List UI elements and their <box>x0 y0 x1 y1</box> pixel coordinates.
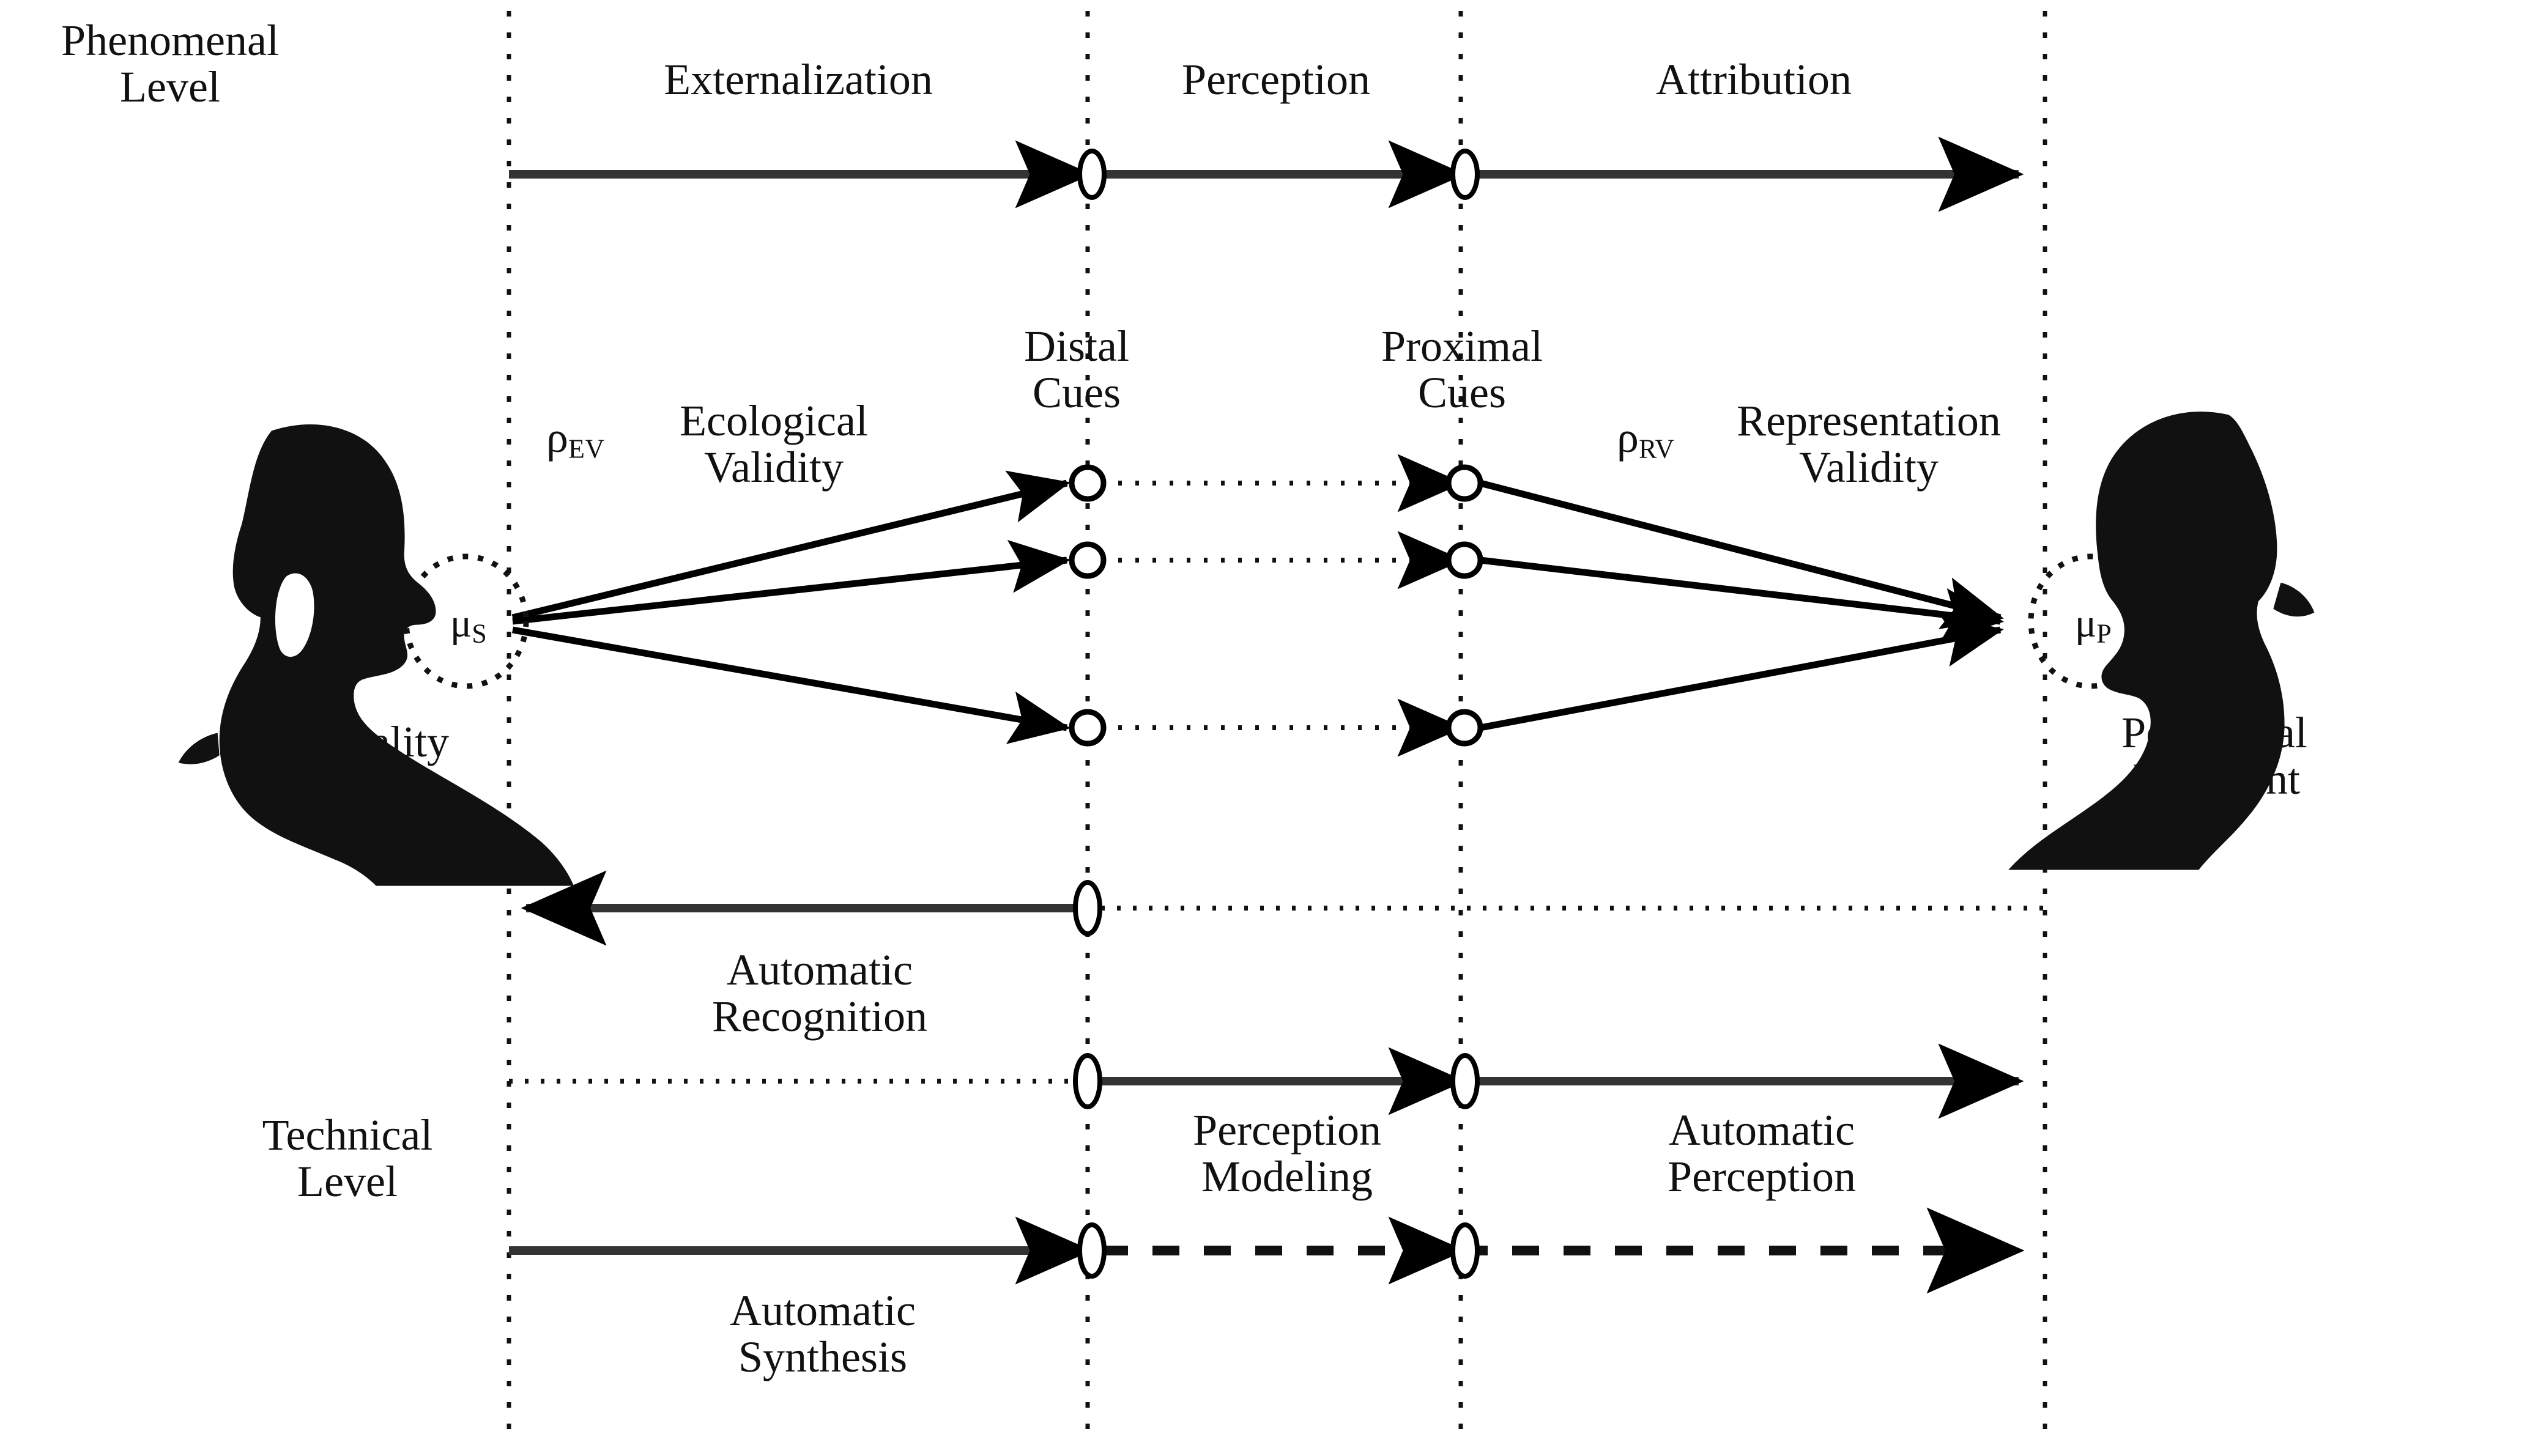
personality-label: Personality <box>251 717 449 766</box>
node-marker-synth-distal <box>1077 1222 1107 1279</box>
male-silhouette-icon <box>2008 412 2315 870</box>
distal-cue-3 <box>1069 709 1107 747</box>
rho-symbol-rv: ρ <box>1617 412 1639 462</box>
distal-cues-label: Distal Cues <box>1024 322 1129 418</box>
vertical-guides <box>506 11 2047 1445</box>
phenomenal-flow-arrow <box>509 136 2024 212</box>
perceptual-judgment-label: Perceptual Judgment <box>2121 708 2307 804</box>
rv-arrow-3 <box>1479 614 2004 731</box>
node-marker-synth-proximal <box>1450 1222 1480 1279</box>
externalization-label: Externalization <box>664 55 933 104</box>
sender-node-symbol: μS <box>405 592 527 648</box>
ev-arrow-3 <box>512 626 1070 744</box>
automatic-synthesis-arrow <box>509 1207 2025 1294</box>
node-marker-perception <box>1077 149 1107 200</box>
ecological-validity-arrows <box>511 470 1070 744</box>
automatic-synthesis-label: Automatic Synthesis <box>730 1286 916 1382</box>
perception-label: Perception <box>1182 55 1370 104</box>
node-marker-tech-distal <box>1073 1053 1102 1109</box>
proximal-cue-1 <box>1445 464 1483 502</box>
phenomenal-level-label: Phenomenal Level <box>61 16 279 112</box>
mu-subscript-p: P <box>2096 618 2112 649</box>
automatic-recognition-arrow <box>521 870 2045 946</box>
cue-circles-distal <box>1069 464 1107 747</box>
ev-arrow-2 <box>512 539 1070 625</box>
representation-validity-label: Representation Validity <box>1737 396 2001 492</box>
receiver-node-symbol: μP <box>2030 592 2152 648</box>
distal-cue-1 <box>1069 464 1107 502</box>
proximal-cues-label: Proximal Cues <box>1381 322 1543 418</box>
cue-circles-proximal <box>1397 454 1483 757</box>
cue-link-lines <box>1101 481 1444 730</box>
perception-modeling-label: Perception Modeling <box>1193 1106 1381 1202</box>
attribution-label: Attribution <box>1656 55 1852 104</box>
mu-symbol-s: μ <box>450 601 472 646</box>
automatic-perception-label: Automatic Perception <box>1668 1106 1856 1202</box>
technical-perception-arrow <box>509 1043 2024 1119</box>
female-silhouette-icon <box>178 424 574 886</box>
proximal-cue-3 <box>1445 709 1483 747</box>
node-marker-tech-proximal <box>1450 1053 1480 1109</box>
representation-validity-arrows <box>1479 479 2004 731</box>
ev-arrow-1 <box>511 470 1070 621</box>
representation-validity-symbol: ρRV <box>1612 404 1675 464</box>
sender-node-circle <box>403 553 529 689</box>
automatic-recognition-label: Automatic Recognition <box>712 945 927 1041</box>
rho-subscript-rv: RV <box>1638 434 1675 464</box>
ecological-validity-label: Ecological Validity <box>680 396 868 492</box>
technical-level-label: Technical Level <box>262 1110 433 1207</box>
distal-cue-2 <box>1069 541 1107 579</box>
node-marker-attribution <box>1450 149 1480 200</box>
mu-subscript-s: S <box>472 618 488 649</box>
proximal-cue-2 <box>1445 541 1483 579</box>
rho-subscript-ev: EV <box>568 434 605 464</box>
mu-symbol-p: μ <box>2074 601 2097 646</box>
rv-arrow-2 <box>1480 556 2004 641</box>
node-marker-recognition <box>1073 880 1102 936</box>
rho-symbol-ev: ρ <box>546 412 568 462</box>
rv-arrow-1 <box>1479 479 2004 629</box>
ecological-validity-symbol: ρEV <box>541 404 605 464</box>
